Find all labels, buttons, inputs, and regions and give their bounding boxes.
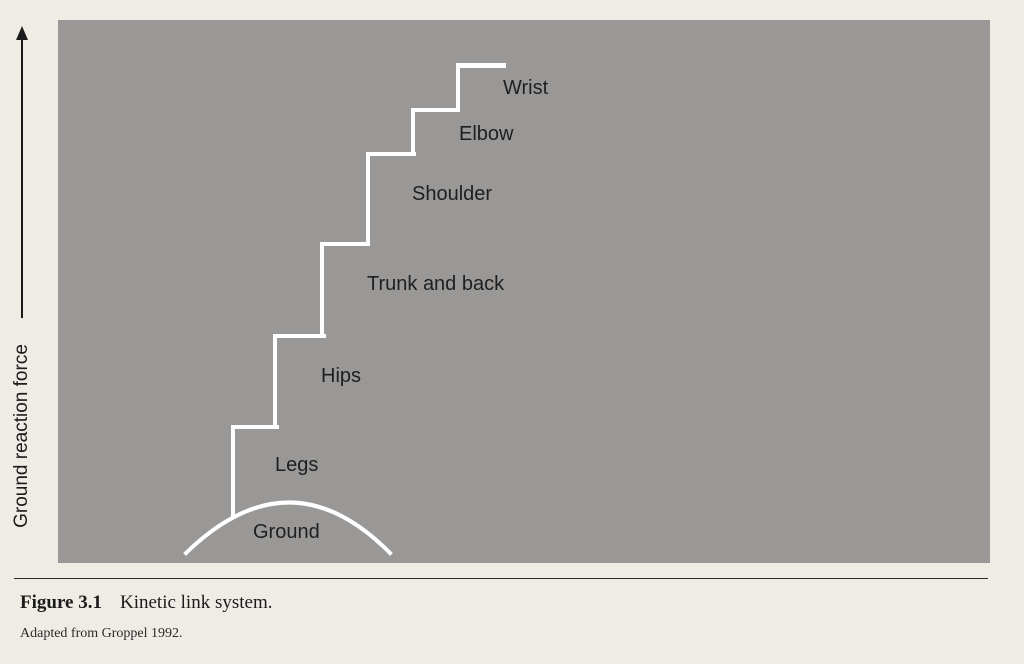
ground-arc xyxy=(183,500,393,556)
axis-arrow xyxy=(16,26,28,318)
caption-divider xyxy=(14,578,988,579)
figure-title: Kinetic link system. xyxy=(119,592,273,613)
label-elbow: Elbow xyxy=(459,123,514,145)
label-trunk: Trunk and back xyxy=(367,273,505,295)
diagram-panel xyxy=(58,20,990,563)
axis-label: Ground reaction force xyxy=(11,344,32,528)
label-ground: Ground xyxy=(253,521,320,543)
figure-number: Figure 3.1 xyxy=(20,592,102,613)
label-shoulder: Shoulder xyxy=(412,183,493,205)
staircase-lines xyxy=(183,63,506,556)
source-note: Adapted from Groppel 1992. xyxy=(20,626,183,641)
label-legs: Legs xyxy=(275,454,319,476)
label-wrist: Wrist xyxy=(503,77,549,99)
label-hips: Hips xyxy=(321,365,362,387)
arrow-up-icon xyxy=(16,26,28,40)
figure-caption: Figure 3.1 Kinetic link system. xyxy=(20,592,273,614)
